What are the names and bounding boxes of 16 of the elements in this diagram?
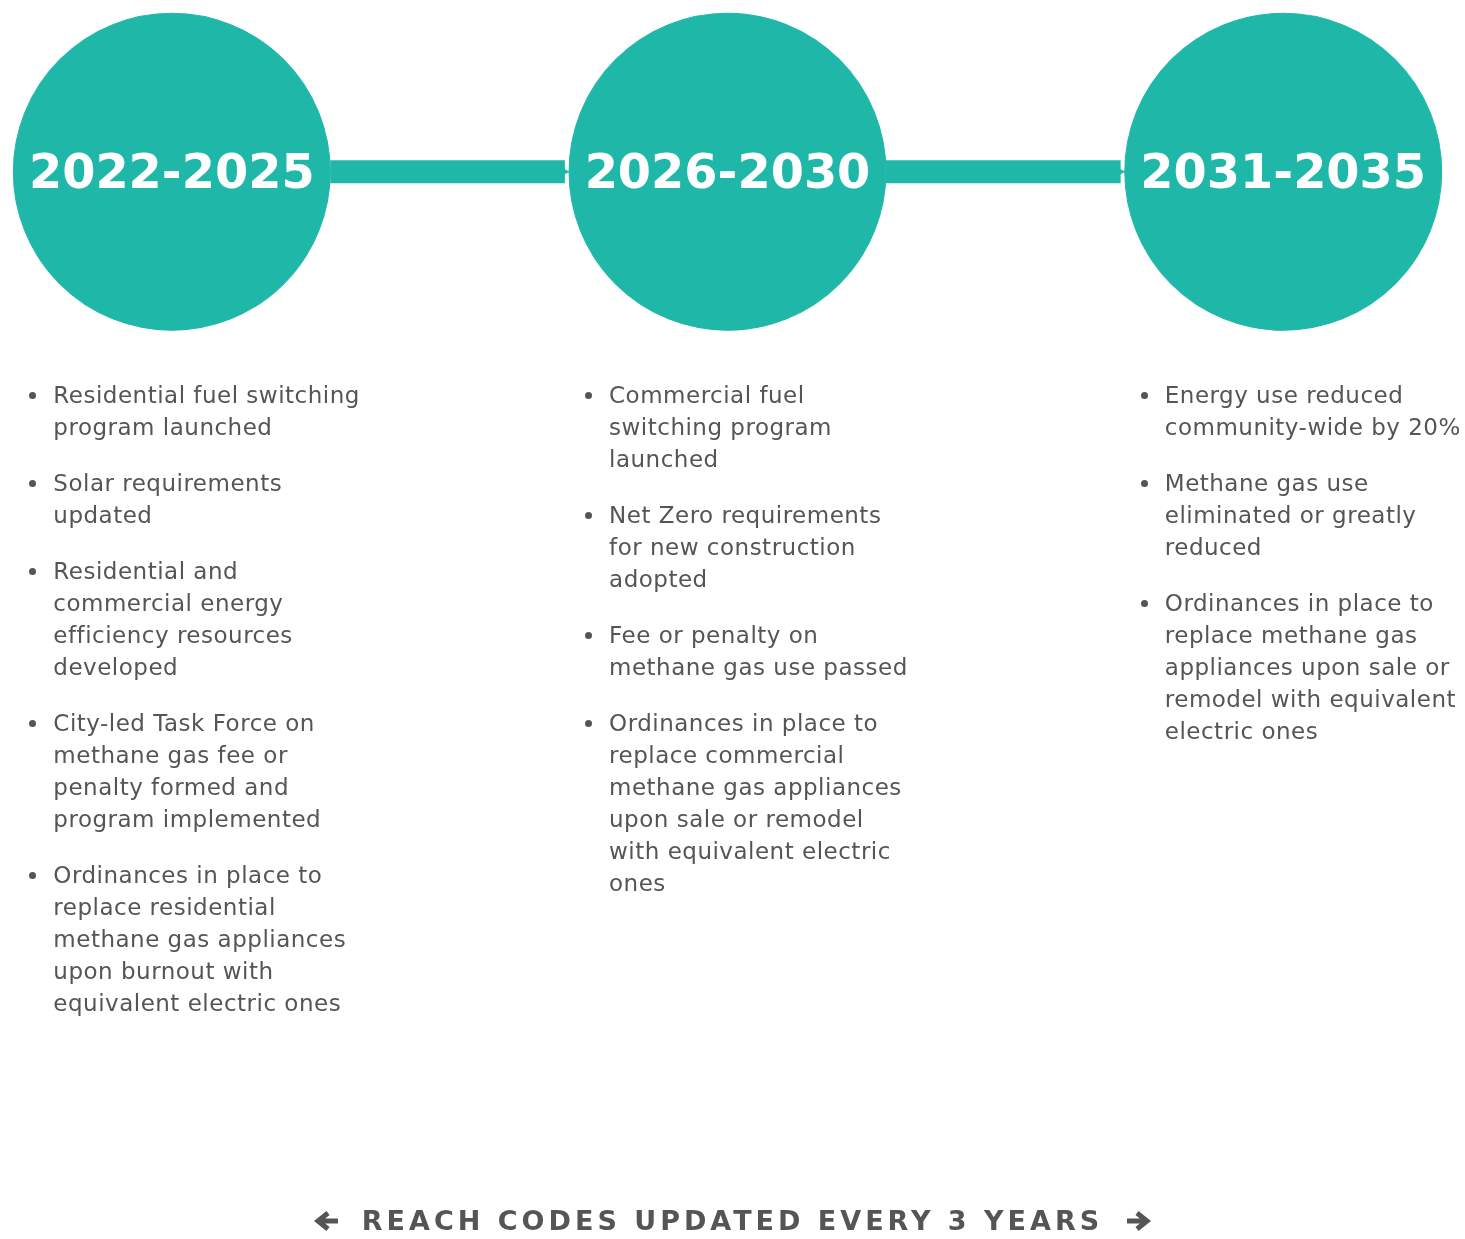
bullet-point-text: Net Zero requirements for new construction adopted	[609, 501, 882, 592]
footer-note: REACH CODES UPDATED EVERY 3 YEARS	[361, 1205, 1104, 1236]
bullet-point-text: Energy use reduced community-wide by 20%	[1164, 381, 1461, 440]
bullet-point-text: City-led Task Force on methane gas fee or penalty formed and program implemented	[53, 709, 322, 832]
bullet-point-text: Residential and commercial energy efficiency resources developed	[53, 557, 293, 680]
bullet-point-text: Residential fuel switching program launched	[53, 381, 360, 440]
timeline-circle: 2022-2025	[12, 12, 331, 331]
bullet-point-text: Ordinances in place to replace methane gas appliances upon sale or remodel with equivalent electric ones	[1164, 589, 1456, 744]
bullet-point-text: Fee or penalty on methane gas use passed	[609, 621, 908, 680]
bullet-point-text: Solar requirements updated	[53, 469, 283, 528]
bullet-point-text: Commercial fuel switching program launched	[609, 381, 833, 472]
timeline-circle: 2026-2030	[568, 12, 887, 331]
bullet-point-text: Methane gas use eliminated or greatly reduced	[1164, 469, 1417, 560]
bullet-point-text: Ordinances in place to replace residential methane gas appliances upon burnout with equivalent electric ones	[53, 861, 347, 1016]
bullet-point-text: Ordinances in place to replace commercial methane gas appliances upon sale or remodel with equivalent electric ones	[609, 709, 902, 896]
timeline-circle: 2031-2035	[1124, 12, 1443, 331]
